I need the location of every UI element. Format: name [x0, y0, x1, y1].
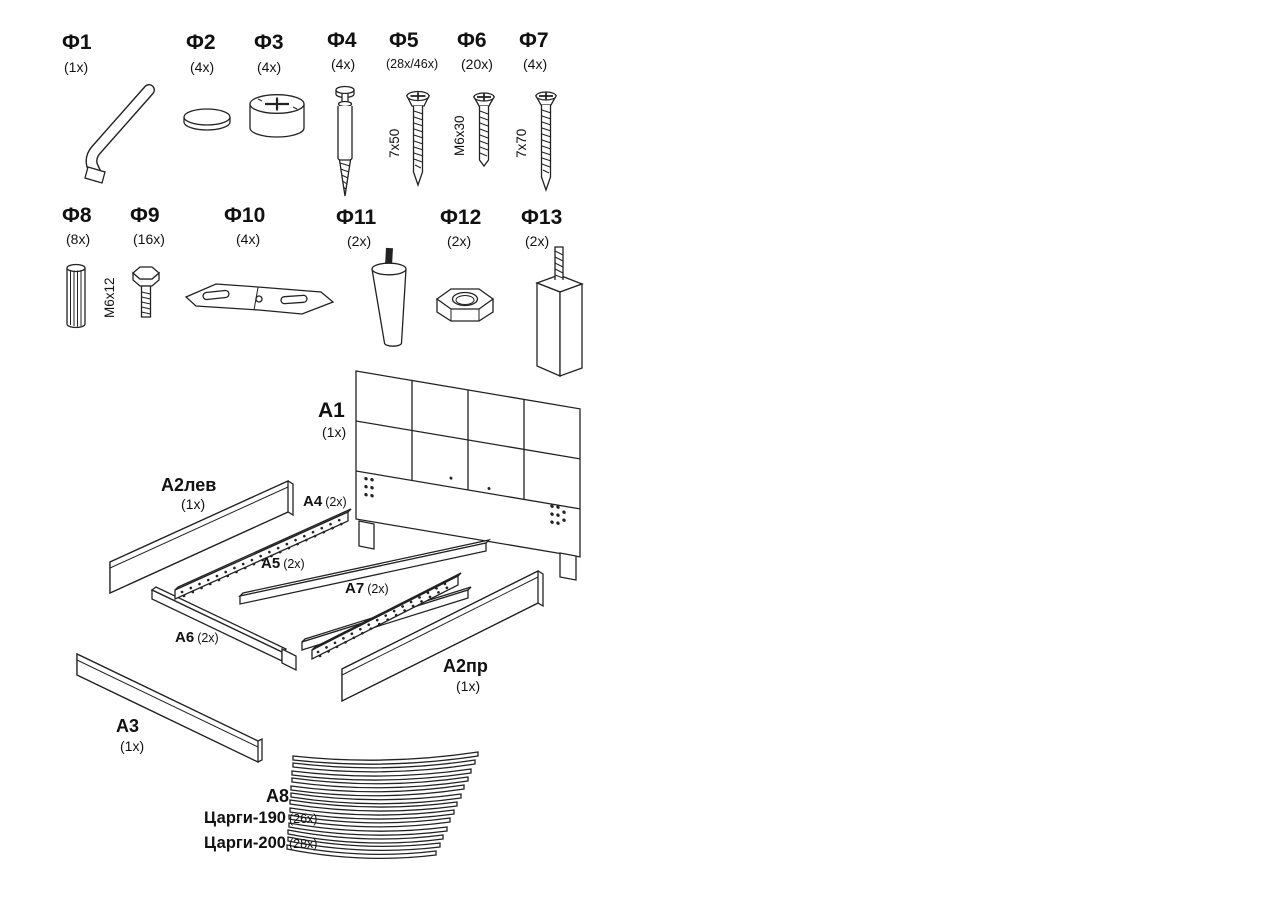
part-f6-count: (20x) [461, 56, 493, 72]
slats-190-label: Царги-190 [204, 809, 286, 827]
cam-bolt-icon [335, 85, 355, 197]
part-a4-label-row: A4 (2x) [303, 494, 347, 509]
part-a7-label-row: A7 (2x) [345, 581, 389, 596]
headboard-drawing [355, 370, 581, 581]
part-f9-count: (16x) [133, 231, 165, 247]
rail-a4-drawing [174, 508, 352, 601]
part-f4-label: Ф4 [327, 29, 357, 52]
footboard-drawing [76, 652, 263, 764]
part-f7-label: Ф7 [519, 29, 549, 52]
part-f11-label: Ф11 [336, 206, 377, 229]
part-a5-label: A5 [261, 555, 281, 572]
dowel-icon [66, 263, 86, 329]
cam-lock-icon [249, 94, 305, 138]
part-a6-count: (2x) [197, 631, 219, 645]
part-f2-count: (4x) [190, 59, 215, 75]
screw-7x70-icon [534, 91, 558, 192]
part-f3-label: Ф3 [254, 31, 284, 54]
screw-7x50-icon [405, 90, 431, 187]
part-f12-label: Ф12 [440, 206, 482, 229]
part-a1-label: A1 [318, 399, 345, 422]
rail-a6-drawing [150, 586, 297, 672]
part-f1-label: Ф1 [62, 31, 92, 54]
part-a8-slats200-row: Царги-200 (28x) [204, 835, 317, 852]
hex-key-icon [84, 84, 155, 184]
part-a3-label: A3 [116, 716, 140, 736]
part-f2-label: Ф2 [186, 31, 216, 54]
part-f5-count: (28x/46x) [386, 57, 439, 71]
part-f13-count: (2x) [525, 233, 550, 249]
part-f6-size: M6x30 [452, 115, 467, 156]
side-panel-left-drawing [109, 479, 294, 595]
part-a5-label-row: A5 (2x) [261, 556, 305, 571]
part-f5-size: 7x50 [387, 128, 402, 158]
hex-nut-icon [435, 288, 495, 322]
part-f3-count: (4x) [257, 59, 282, 75]
part-a3-count: (1x) [120, 738, 145, 754]
part-f7-size: 7x70 [514, 128, 529, 158]
part-a4-count: (2x) [325, 495, 347, 509]
slats-200-label: Царги-200 [204, 834, 286, 852]
part-f5-label: Ф5 [389, 29, 419, 52]
part-a2r-count: (1x) [456, 678, 481, 694]
part-f13-label: Ф13 [521, 206, 563, 229]
part-a1-count: (1x) [322, 424, 347, 440]
part-f4-count: (4x) [331, 56, 356, 72]
part-a2r-label: А2пр [443, 656, 488, 676]
part-a8-label: A8 [266, 786, 290, 806]
part-f1-count: (1x) [64, 59, 89, 75]
screw-m6x30-icon [472, 92, 496, 168]
slats-200-count: (28x) [288, 837, 318, 851]
part-f11-count: (2x) [347, 233, 372, 249]
part-a2l-count: (1x) [181, 496, 206, 512]
part-f9-label: Ф9 [130, 204, 160, 227]
part-f10-label: Ф10 [224, 204, 266, 227]
cone-leg-icon [371, 247, 407, 347]
cap-icon [183, 108, 231, 131]
slat-stack-drawing [286, 751, 479, 860]
rail-a5-drawing [237, 538, 492, 605]
part-f7-count: (4x) [523, 56, 548, 72]
part-f6-label: Ф6 [457, 29, 487, 52]
rail-a4-second-drawing [311, 572, 462, 661]
part-a8-slats190-row: Царги-190 (26x) [204, 810, 317, 827]
slats-190-count: (26x) [288, 812, 318, 826]
part-a7-count: (2x) [367, 582, 389, 596]
part-a4-label: A4 [303, 493, 323, 510]
part-f8-label: Ф8 [62, 204, 92, 227]
side-panel-right-drawing [341, 569, 544, 703]
part-f10-count: (4x) [236, 231, 261, 247]
part-f12-count: (2x) [447, 233, 472, 249]
part-a5-count: (2x) [283, 557, 305, 571]
bolt-m6x12-icon [132, 266, 160, 318]
part-f8-count: (8x) [66, 231, 91, 247]
part-a7-label: A7 [345, 580, 365, 597]
part-a6-label: A6 [175, 629, 195, 646]
bracket-plate-icon [184, 283, 335, 315]
part-f9-size: M6x12 [102, 277, 117, 318]
part-a6-label-row: A6 (2x) [175, 630, 219, 645]
square-leg-icon [535, 246, 584, 377]
part-a2l-label: А2лев [161, 475, 217, 495]
